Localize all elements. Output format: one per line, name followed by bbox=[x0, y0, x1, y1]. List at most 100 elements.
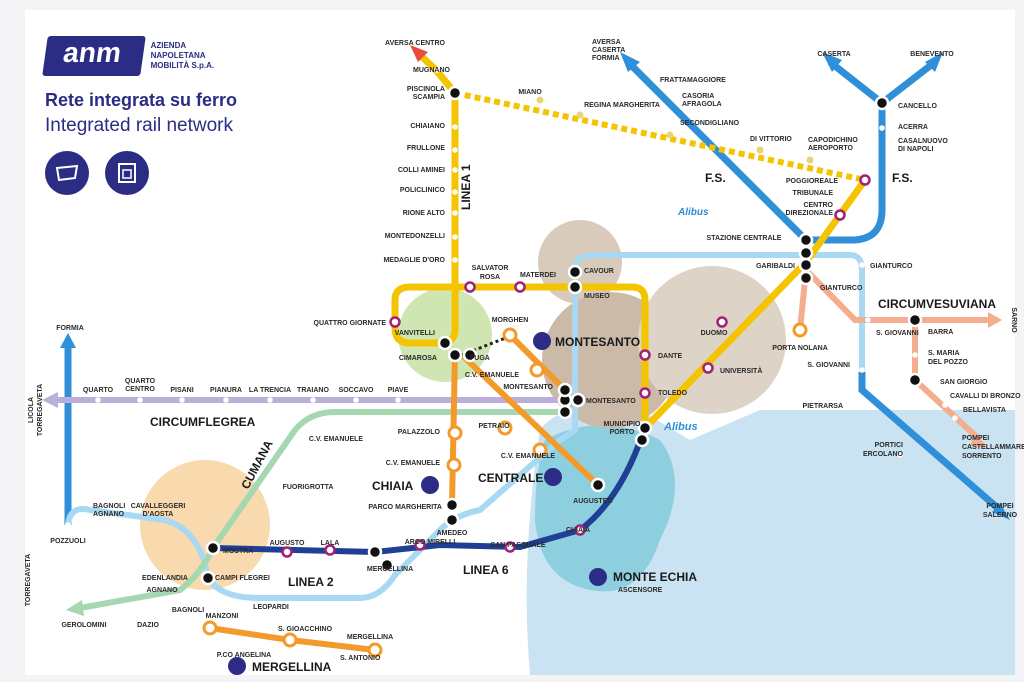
station-marker[interactable] bbox=[223, 397, 229, 403]
station-marker[interactable] bbox=[514, 281, 526, 293]
station-marker[interactable] bbox=[532, 442, 548, 458]
station-marker[interactable] bbox=[437, 335, 453, 351]
station-marker[interactable] bbox=[666, 131, 674, 139]
station-label: PARCO MARGHERITA bbox=[368, 504, 442, 511]
funicular-icon bbox=[421, 476, 439, 494]
station-marker[interactable] bbox=[414, 539, 426, 551]
station-marker[interactable] bbox=[798, 257, 814, 273]
station-marker[interactable] bbox=[452, 124, 458, 130]
station-marker[interactable] bbox=[447, 347, 463, 363]
station-marker[interactable] bbox=[912, 352, 918, 358]
station-marker[interactable] bbox=[639, 349, 651, 361]
station-label: AUGUSTEO bbox=[573, 498, 613, 505]
linea1-label: LINEA 1 bbox=[459, 164, 473, 210]
station-marker[interactable] bbox=[379, 557, 395, 573]
station-marker[interactable] bbox=[446, 457, 462, 473]
station-label: PORTA NOLANA bbox=[772, 345, 828, 352]
station-marker[interactable] bbox=[452, 189, 458, 195]
station-marker[interactable] bbox=[444, 497, 460, 513]
station-marker[interactable] bbox=[137, 397, 143, 403]
station-marker[interactable] bbox=[452, 147, 458, 153]
station-marker[interactable] bbox=[567, 264, 583, 280]
station-marker[interactable] bbox=[859, 367, 865, 373]
station-marker[interactable] bbox=[865, 317, 871, 323]
station-marker[interactable] bbox=[447, 425, 463, 441]
station-marker[interactable] bbox=[389, 316, 401, 328]
station-marker[interactable] bbox=[447, 85, 463, 101]
station-marker[interactable] bbox=[952, 415, 958, 421]
station-marker[interactable] bbox=[702, 362, 714, 374]
station-marker[interactable] bbox=[267, 397, 273, 403]
station-marker[interactable] bbox=[907, 312, 923, 328]
station-marker[interactable] bbox=[464, 281, 476, 293]
station-marker[interactable] bbox=[317, 427, 323, 433]
station-marker[interactable] bbox=[834, 209, 846, 221]
station-marker[interactable] bbox=[452, 210, 458, 216]
station-marker[interactable] bbox=[497, 420, 513, 436]
station-marker[interactable] bbox=[200, 570, 216, 586]
station-marker[interactable] bbox=[567, 279, 583, 295]
station-marker[interactable] bbox=[792, 322, 808, 338]
station-marker[interactable] bbox=[282, 632, 298, 648]
station-marker[interactable] bbox=[462, 347, 478, 363]
station-marker[interactable] bbox=[756, 146, 764, 154]
station-marker[interactable] bbox=[570, 392, 586, 408]
station-marker[interactable] bbox=[837, 402, 843, 408]
station-marker[interactable] bbox=[504, 541, 516, 553]
station-marker[interactable] bbox=[879, 125, 885, 131]
station-marker[interactable] bbox=[536, 96, 544, 104]
station-marker[interactable] bbox=[202, 620, 218, 636]
station-marker[interactable] bbox=[434, 67, 440, 73]
station-marker[interactable] bbox=[367, 642, 383, 658]
station-marker[interactable] bbox=[65, 522, 71, 528]
station-marker[interactable] bbox=[574, 524, 586, 536]
station-label: D'AOSTA bbox=[143, 511, 174, 518]
station-marker[interactable] bbox=[942, 402, 948, 408]
station-marker[interactable] bbox=[353, 397, 359, 403]
station-marker[interactable] bbox=[205, 540, 221, 556]
station-marker[interactable] bbox=[557, 382, 573, 398]
station-marker[interactable] bbox=[95, 397, 101, 403]
station-marker[interactable] bbox=[452, 257, 458, 263]
station-marker[interactable] bbox=[590, 477, 606, 493]
alibus-label: Alibus bbox=[677, 207, 709, 218]
station-marker[interactable] bbox=[444, 512, 460, 528]
station-marker[interactable] bbox=[324, 544, 336, 556]
station-marker[interactable] bbox=[859, 262, 865, 268]
station-marker[interactable] bbox=[907, 372, 923, 388]
station-marker[interactable] bbox=[452, 167, 458, 173]
station-marker[interactable] bbox=[897, 452, 903, 458]
station-label: AGNANO bbox=[146, 587, 178, 594]
station-marker[interactable] bbox=[529, 362, 545, 378]
station-marker[interactable] bbox=[798, 245, 814, 261]
station-marker[interactable] bbox=[557, 404, 573, 420]
station-marker[interactable] bbox=[272, 482, 278, 488]
station-marker[interactable] bbox=[281, 546, 293, 558]
station-marker[interactable] bbox=[798, 270, 814, 286]
station-marker[interactable] bbox=[310, 397, 316, 403]
station-marker[interactable] bbox=[576, 111, 584, 119]
station-marker[interactable] bbox=[817, 297, 823, 303]
station-marker[interactable] bbox=[716, 316, 728, 328]
station-label: DEL POZZO bbox=[928, 359, 968, 366]
station-marker[interactable] bbox=[179, 397, 185, 403]
station-marker[interactable] bbox=[798, 232, 814, 248]
station-marker[interactable] bbox=[859, 174, 871, 186]
station-label: CIMAROSA bbox=[399, 355, 437, 362]
station-label: AEROPORTO bbox=[808, 145, 854, 152]
station-marker[interactable] bbox=[395, 397, 401, 403]
station-marker[interactable] bbox=[634, 432, 650, 448]
station-label: CASERTA bbox=[817, 51, 850, 58]
station-marker[interactable] bbox=[874, 95, 890, 111]
station-marker[interactable] bbox=[502, 327, 518, 343]
station-label: REGINA MARGHERITA bbox=[584, 102, 660, 109]
station-marker[interactable] bbox=[639, 387, 651, 399]
station-label: PORTO bbox=[610, 429, 635, 436]
station-marker[interactable] bbox=[367, 544, 383, 560]
funicular-icon bbox=[45, 151, 89, 195]
station-label: CAVALLEGGERI bbox=[131, 503, 186, 510]
station-marker[interactable] bbox=[637, 420, 653, 436]
station-label: BAGNOLI bbox=[93, 503, 125, 510]
station-marker[interactable] bbox=[806, 156, 814, 164]
station-marker[interactable] bbox=[452, 234, 458, 240]
